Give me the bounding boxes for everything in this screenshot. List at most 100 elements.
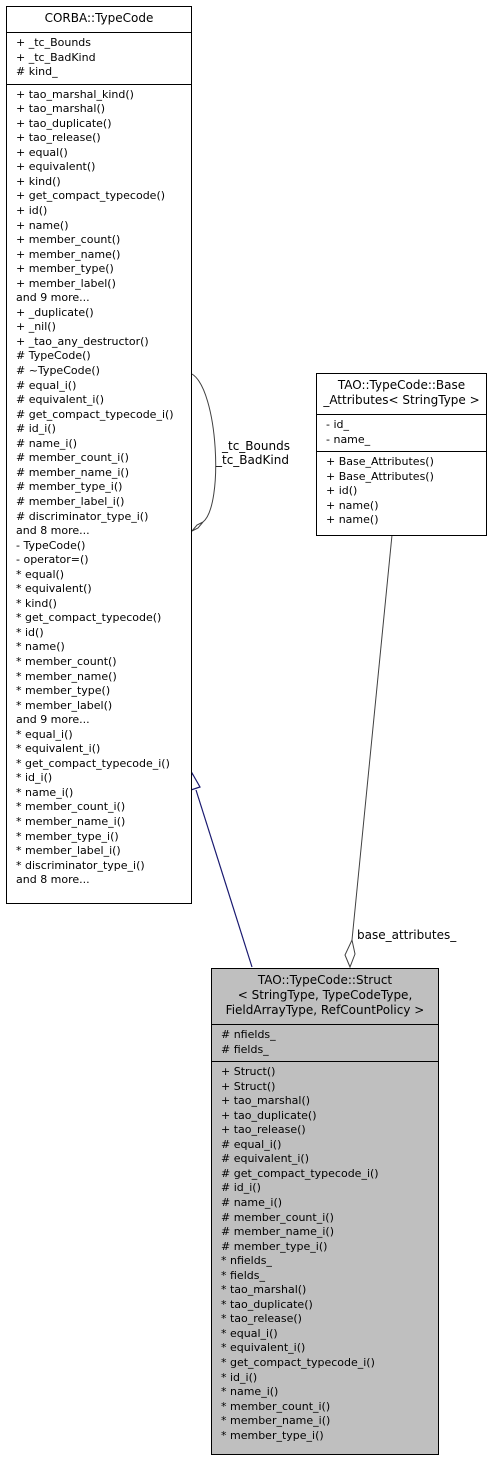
base-attributes-operation-item: + Base_Attributes() xyxy=(326,455,434,469)
typecode-operation-item: * equivalent_i() xyxy=(16,742,101,756)
inheritance-edge xyxy=(195,789,253,968)
typecode-operation-item: * get_compact_typecode() xyxy=(16,611,162,625)
struct-operation-item: * member_name_i() xyxy=(221,1414,331,1428)
struct-operation-item: + Struct() xyxy=(221,1065,276,1079)
base-attributes-label: base_attributes_ xyxy=(357,928,457,942)
typecode-operation-item: # TypeCode() xyxy=(16,349,91,363)
struct-operation-item: + tao_marshal() xyxy=(221,1094,311,1108)
typecode-operation-item: # member_label_i() xyxy=(16,494,125,508)
struct-attribute-item: # nfields_ xyxy=(221,1028,276,1041)
typecode-operation-item: * name_i() xyxy=(16,785,74,799)
struct-operation-item: * nfields_ xyxy=(221,1254,272,1268)
typecode-operation-item: and 9 more... xyxy=(16,713,90,727)
struct-operation-item: * tao_marshal() xyxy=(221,1283,307,1297)
typecode-operation-item: # equal_i() xyxy=(16,378,77,392)
self-association-edge xyxy=(191,373,217,523)
base-attributes-edge xyxy=(351,534,393,941)
typecode-operation-item: # member_name_i() xyxy=(16,465,130,479)
typecode-operation-item: * member_count_i() xyxy=(16,800,126,814)
base-attributes-operation-item: + name() xyxy=(326,498,379,512)
struct-operation-item: * fields_ xyxy=(221,1268,265,1282)
typecode-class-box: CORBA::TypeCode + _tc_Bounds+ _tc_BadKin… xyxy=(6,6,192,904)
struct-title-line-1: TAO::TypeCode::Struct xyxy=(257,973,393,987)
typecode-operation-item: * equal() xyxy=(16,567,65,581)
struct-operation-item: # get_compact_typecode_i() xyxy=(221,1166,379,1180)
typecode-operation-item: # name_i() xyxy=(16,436,78,450)
typecode-operation-item: and 9 more... xyxy=(16,291,90,305)
typecode-operation-item: + member_type() xyxy=(16,262,114,276)
typecode-operation-item: # id_i() xyxy=(16,422,56,436)
typecode-operation-item: - TypeCode() xyxy=(16,538,86,552)
typecode-operation-item: # get_compact_typecode_i() xyxy=(16,407,174,421)
typecode-title: CORBA::TypeCode xyxy=(7,7,191,32)
struct-operation-item: # member_name_i() xyxy=(221,1225,335,1239)
typecode-operation-item: * member_name_i() xyxy=(16,814,126,828)
typecode-operation-item: * get_compact_typecode_i() xyxy=(16,756,170,770)
typecode-operation-item: * member_count() xyxy=(16,654,117,668)
base-attributes-title-line-2: _Attributes< StringType > xyxy=(323,393,480,407)
typecode-operation-item: + _duplicate() xyxy=(16,305,94,319)
typecode-operation-item: + kind() xyxy=(16,174,61,188)
typecode-attribute-item: # kind_ xyxy=(16,65,58,79)
struct-operation-item: # name_i() xyxy=(221,1196,283,1210)
struct-operation-item: * tao_release() xyxy=(221,1312,302,1326)
struct-operation-item: + tao_duplicate() xyxy=(221,1108,317,1122)
typecode-operation-item: * kind() xyxy=(16,596,57,610)
typecode-operation-item: # ~TypeCode() xyxy=(16,364,100,378)
typecode-attributes: + _tc_Bounds+ _tc_BadKind# kind_ xyxy=(7,32,191,84)
typecode-operation-item: + tao_release() xyxy=(16,131,101,145)
typecode-attribute-item: + _tc_BadKind xyxy=(16,50,96,64)
typecode-operation-item: + id() xyxy=(16,204,48,218)
struct-attributes: # nfields_# fields_ xyxy=(212,1024,438,1061)
typecode-operation-item: # member_type_i() xyxy=(16,480,123,494)
typecode-operation-item: * equivalent() xyxy=(16,582,92,596)
typecode-operation-item: * id() xyxy=(16,625,44,639)
typecode-operation-item: + tao_marshal() xyxy=(16,102,106,116)
struct-operation-item: * name_i() xyxy=(221,1385,279,1399)
base-attributes-operations: + Base_Attributes()+ Base_Attributes()+ … xyxy=(317,451,486,532)
typecode-operation-item: and 8 more... xyxy=(16,524,90,538)
struct-attribute-item: # fields_ xyxy=(221,1042,269,1056)
typecode-operation-item: and 8 more... xyxy=(16,873,90,887)
struct-operation-item: * member_type_i() xyxy=(221,1428,324,1442)
typecode-operation-item: + _tao_any_destructor() xyxy=(16,334,149,348)
typecode-operation-item: + member_label() xyxy=(16,276,116,290)
struct-operation-item: # equivalent_i() xyxy=(221,1152,309,1166)
struct-operation-item: + Struct() xyxy=(221,1079,276,1093)
base-attributes-diamond xyxy=(344,938,356,969)
base-attributes-title-line-1: TAO::TypeCode::Base xyxy=(337,378,466,392)
typecode-operation-item: # member_count_i() xyxy=(16,451,129,465)
typecode-operation-item: * member_name() xyxy=(16,669,117,683)
typecode-operation-item: + tao_duplicate() xyxy=(16,116,112,130)
struct-operation-item: * member_count_i() xyxy=(221,1399,331,1413)
typecode-title-line: CORBA::TypeCode xyxy=(44,11,154,25)
typecode-operation-item: * equal_i() xyxy=(16,727,73,741)
self-association-label-badkind: _tc_BadKind xyxy=(216,453,289,467)
typecode-operation-item: + _nil() xyxy=(16,320,56,334)
typecode-operation-item: + equivalent() xyxy=(16,160,96,174)
struct-operation-item: # equal_i() xyxy=(221,1137,282,1151)
typecode-operation-item: - operator=() xyxy=(16,553,89,567)
struct-operation-item: # member_type_i() xyxy=(221,1239,328,1253)
self-association-diamond xyxy=(191,521,204,532)
base-attributes-attribute-item: - id_ xyxy=(326,418,350,431)
typecode-operation-item: # discriminator_type_i() xyxy=(16,509,149,523)
struct-operations: + Struct()+ Struct()+ tao_marshal()+ tao… xyxy=(212,1061,438,1447)
struct-operation-item: * get_compact_typecode_i() xyxy=(221,1356,375,1370)
struct-title-line-3: FieldArrayType, RefCountPolicy > xyxy=(225,1003,425,1017)
self-association-label-bounds: _tc_Bounds xyxy=(222,439,290,453)
struct-operation-item: # member_count_i() xyxy=(221,1210,334,1224)
typecode-operation-item: + tao_marshal_kind() xyxy=(16,87,134,101)
typecode-operation-item: + name() xyxy=(16,218,69,232)
struct-operation-item: * equal_i() xyxy=(221,1326,278,1340)
struct-operation-item: + tao_release() xyxy=(221,1123,306,1137)
typecode-operations: + tao_marshal_kind()+ tao_marshal()+ tao… xyxy=(7,83,191,892)
struct-title-line-2: < StringType, TypeCodeType, xyxy=(237,988,413,1002)
struct-title: TAO::TypeCode::Struct < StringType, Type… xyxy=(212,969,438,1024)
typecode-attribute-item: + _tc_Bounds xyxy=(16,36,92,49)
typecode-operation-item: * id_i() xyxy=(16,771,53,785)
typecode-operation-item: + get_compact_typecode() xyxy=(16,189,166,203)
base-attributes-title: TAO::TypeCode::Base _Attributes< StringT… xyxy=(317,374,486,414)
typecode-operation-item: + member_name() xyxy=(16,247,121,261)
typecode-operation-item: * discriminator_type_i() xyxy=(16,858,145,872)
